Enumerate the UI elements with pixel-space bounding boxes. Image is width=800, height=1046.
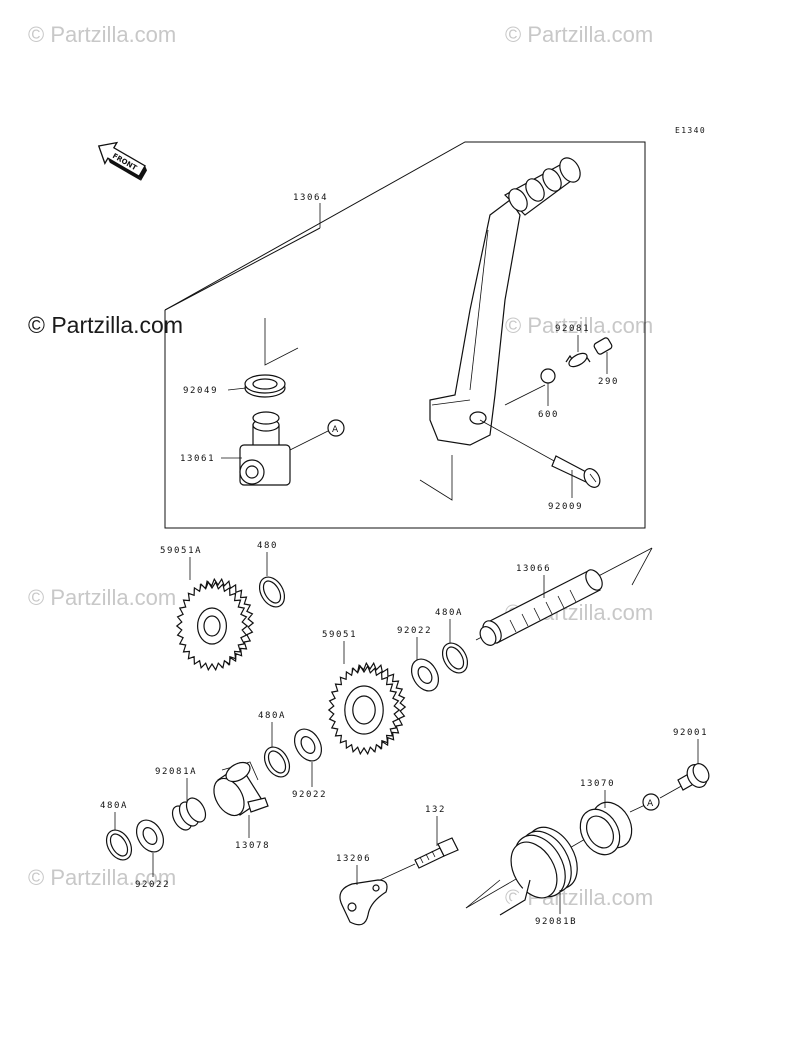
ref-marker-a: A [642, 793, 660, 811]
part-number-132: 132 [425, 805, 446, 815]
part-number-59051: 59051 [322, 630, 357, 640]
lever-assembly-frame [164, 141, 646, 529]
gear-59051 [327, 661, 407, 756]
part-number-13061: 13061 [180, 454, 215, 464]
part-number-13078: 13078 [235, 841, 270, 851]
svg-text:A: A [332, 425, 339, 435]
part-number-480a: 480A [258, 711, 286, 721]
svg-text:A: A [647, 799, 654, 809]
part-number-13206: 13206 [336, 854, 371, 864]
part-number-92001: 92001 [673, 728, 708, 738]
circlip-480a-top [441, 642, 469, 674]
leader-line [227, 387, 247, 391]
bolt-92001 [659, 763, 710, 799]
ratchet-13078 [213, 761, 269, 817]
return-spring-92081b [465, 819, 619, 916]
axis-line [419, 455, 453, 501]
part-number-92022: 92022 [397, 626, 432, 636]
part-number-92081a: 92081A [155, 767, 197, 777]
part-number-92081b: 92081B [535, 917, 577, 927]
washer-92022-top [410, 658, 440, 692]
part-number-13064: 13064 [293, 193, 328, 203]
watermark-text: © Partzilla.com [505, 313, 653, 338]
ref-marker-a: A [327, 419, 345, 437]
gear-59051a [175, 577, 255, 672]
watermark-text: © Partzilla.com [505, 22, 653, 47]
leader-line [289, 429, 331, 451]
part-number-92022: 92022 [135, 880, 170, 890]
part-number-59051a: 59051A [160, 546, 202, 556]
kick-shaft-holder-13061 [239, 411, 291, 486]
bolt-132 [379, 837, 459, 881]
part-number-290: 290 [598, 377, 619, 387]
spring-92081 [565, 352, 591, 368]
washer-92022-mid [293, 728, 323, 762]
plunger-290 [593, 337, 613, 355]
part-number-480: 480 [257, 541, 278, 551]
part-number-480a: 480A [435, 608, 463, 618]
circlip-480a-bottom [105, 829, 133, 861]
circlip-480a-mid [263, 746, 291, 778]
leader-line [629, 804, 646, 813]
part-number-13070: 13070 [580, 779, 615, 789]
washer-92022-bottom [135, 819, 165, 853]
part-number-600: 600 [538, 410, 559, 420]
part-number-480a: 480A [100, 801, 128, 811]
leader-line [504, 384, 546, 406]
watermark-text: © Partzilla.com [28, 585, 176, 610]
part-number-92022: 92022 [292, 790, 327, 800]
watermark-text: © Partzilla.com [28, 312, 183, 338]
part-number-92081: 92081 [555, 324, 590, 334]
part-number-92009: 92009 [548, 502, 583, 512]
watermark-text: © Partzilla.com [28, 22, 176, 47]
kick-pedal-lever [429, 157, 581, 446]
spring-92081a [171, 797, 207, 831]
circlip-480 [258, 576, 286, 608]
diagram-code: E1340 [675, 126, 706, 135]
kick-shaft-13066 [475, 547, 653, 646]
guide-13070 [579, 801, 633, 856]
part-number-92049: 92049 [183, 386, 218, 396]
front-arrow-icon: FRONT [97, 141, 148, 181]
guide-13206 [339, 879, 388, 926]
bolt-92009 [479, 419, 601, 488]
collar-92049 [244, 318, 299, 398]
ball-600 [540, 368, 556, 384]
watermark-text: © Partzilla.com [28, 865, 176, 890]
part-number-13066: 13066 [516, 564, 551, 574]
